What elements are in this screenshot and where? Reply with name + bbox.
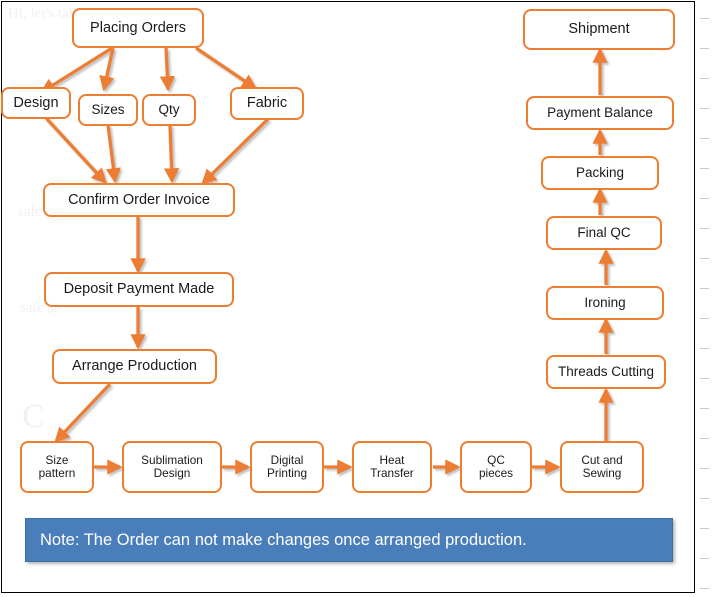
node-deposit-payment-made[interactable]: Deposit Payment Made: [44, 272, 234, 307]
node-threads-cutting[interactable]: Threads Cutting: [546, 355, 666, 389]
node-payment-balance[interactable]: Payment Balance: [526, 96, 674, 130]
node-ironing[interactable]: Ironing: [546, 286, 664, 320]
note-text: Note: The Order can not make changes onc…: [40, 530, 527, 549]
note-banner: Note: The Order can not make changes onc…: [25, 518, 673, 562]
node-sizes[interactable]: Sizes: [78, 94, 138, 126]
node-confirm-order-invoice[interactable]: Confirm Order Invoice: [43, 183, 235, 217]
node-size-pattern[interactable]: Size pattern: [20, 441, 94, 493]
node-shipment[interactable]: Shipment: [523, 9, 675, 50]
node-qc-pieces[interactable]: QC pieces: [460, 441, 532, 493]
node-arrange-production[interactable]: Arrange Production: [52, 349, 217, 384]
gutter-ticks: [698, 0, 720, 597]
node-final-qc[interactable]: Final QC: [546, 216, 662, 250]
node-sublimation-design[interactable]: Sublimation Design: [122, 441, 222, 493]
watermark-text: Hi, let's talk: [8, 6, 81, 22]
node-digital-printing[interactable]: Digital Printing: [250, 441, 324, 493]
node-placing-orders[interactable]: Placing Orders: [72, 8, 204, 48]
node-cut-and-sewing[interactable]: Cut and Sewing: [560, 441, 644, 493]
node-packing[interactable]: Packing: [541, 156, 659, 190]
node-fabric[interactable]: Fabric: [230, 87, 304, 120]
node-qty[interactable]: Qty: [142, 94, 196, 126]
node-design[interactable]: Design: [1, 87, 71, 119]
node-heat-transfer[interactable]: Heat Transfer: [352, 441, 432, 493]
watermark-text: C: [22, 398, 45, 435]
